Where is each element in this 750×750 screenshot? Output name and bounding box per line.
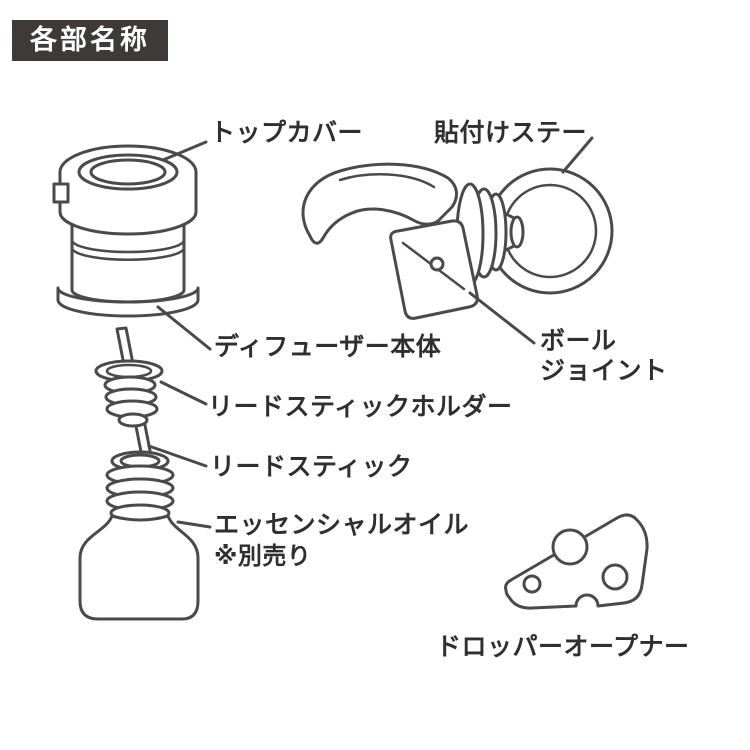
leader-top-cover bbox=[161, 140, 208, 162]
dropper-opener-drawing bbox=[504, 513, 649, 610]
label-reed-stick: リードスティック bbox=[210, 453, 413, 481]
cap-seam-line bbox=[71, 248, 185, 261]
leader-attach-stay bbox=[561, 136, 594, 174]
label-ball-joint-line1: ボール bbox=[540, 327, 617, 355]
label-reed-stick-holder: リードスティックホルダー bbox=[208, 393, 513, 421]
leader-lines bbox=[147, 136, 594, 529]
label-ball-joint: ボール ジョイント bbox=[540, 326, 668, 386]
clip-hook bbox=[301, 162, 458, 245]
cap-rim-hole bbox=[89, 158, 167, 186]
holder-tip bbox=[117, 412, 149, 428]
bottle-body bbox=[78, 514, 200, 621]
vane-screw bbox=[429, 256, 445, 272]
cap-seam-line bbox=[70, 238, 186, 254]
top-cover-drawing bbox=[52, 144, 200, 318]
label-dropper-opener: ドロッパーオープナー bbox=[436, 633, 690, 661]
ball-joint-ring bbox=[509, 215, 525, 249]
label-diffuser-body: ディフューザー本体 bbox=[214, 333, 442, 361]
oil-bottle-drawing bbox=[78, 450, 200, 621]
vent-clip-assembly-drawing bbox=[301, 162, 614, 320]
hook-inner-line bbox=[338, 173, 436, 189]
opener-hole-medium bbox=[601, 563, 629, 591]
opener-hole-small bbox=[522, 574, 542, 594]
label-attach-stay: 貼付けステー bbox=[434, 119, 588, 147]
label-top-cover: トップカバー bbox=[210, 119, 364, 147]
label-essential-oil-note: ※別売り bbox=[214, 543, 312, 570]
opener-hole-large bbox=[551, 528, 589, 566]
label-ball-joint-line2: ジョイント bbox=[540, 357, 668, 385]
leader-essential-oil bbox=[176, 520, 212, 529]
leader-diffuser-body bbox=[156, 305, 212, 351]
leader-reed-stick bbox=[147, 444, 208, 468]
leader-reed-stick-holder bbox=[159, 380, 208, 406]
leader-ball-joint bbox=[468, 291, 536, 345]
reed-stick-holder-drawing bbox=[94, 359, 164, 428]
section-title-badge: 各部名称 bbox=[12, 20, 168, 61]
cap-flange bbox=[56, 286, 200, 318]
label-essential-oil: エッセンシャルオイル bbox=[214, 511, 470, 539]
cap-notch bbox=[52, 182, 70, 204]
